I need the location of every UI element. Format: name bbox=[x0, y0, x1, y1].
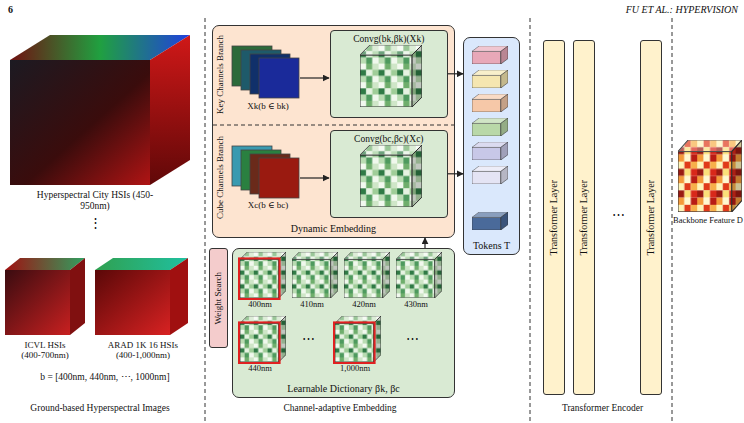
flow-arrow bbox=[424, 238, 425, 248]
column-caption: Ground-based Hyperspectral Images bbox=[0, 403, 200, 414]
conv-kernel-cube bbox=[360, 145, 422, 207]
wavelength-label: 420nm bbox=[338, 300, 390, 310]
token bbox=[472, 70, 508, 88]
output-label: Backbone Feature D bbox=[672, 216, 744, 226]
column-caption: Transformer Encoder bbox=[535, 403, 670, 414]
dictionary-kernel bbox=[292, 252, 338, 298]
token bbox=[472, 166, 508, 184]
wavelength-label: 410nm bbox=[286, 300, 338, 310]
dashed-dividers bbox=[205, 18, 672, 422]
channel-image bbox=[250, 154, 290, 194]
ellipsis: ⋮ bbox=[85, 216, 105, 231]
selected-outlines bbox=[239, 258, 375, 363]
channel-image bbox=[241, 50, 281, 90]
branch-label: Key Channels Branch bbox=[215, 28, 229, 122]
ellipsis: ⋯ bbox=[392, 332, 432, 347]
flow-arrow bbox=[300, 77, 329, 78]
cube-front bbox=[10, 60, 150, 185]
branch-divider bbox=[213, 125, 454, 126]
key-channel-stack bbox=[232, 46, 299, 98]
city-cube bbox=[10, 35, 190, 185]
flow-arrow bbox=[448, 173, 463, 174]
dictionary-box: Learnable Dictionary βk, βc bbox=[232, 248, 455, 398]
cube-side bbox=[170, 258, 188, 335]
channel-image bbox=[259, 58, 299, 98]
transformer-layer: Transformer Layer bbox=[573, 40, 595, 395]
dataset-label: ICVL HSIs (400-700nm) bbox=[14, 340, 76, 361]
cube-front bbox=[5, 270, 70, 335]
node-text: Transformer Layer bbox=[645, 180, 657, 255]
dataset-label: Hyperspectral City HSIs (450-950nm) bbox=[30, 190, 160, 212]
branch-label: Cube Channels Branch bbox=[215, 128, 229, 228]
wavelength-label: 1,000nm bbox=[329, 364, 381, 374]
dictionary-kernel bbox=[344, 252, 390, 298]
cube-top bbox=[10, 35, 190, 60]
search-box: Weight Search bbox=[209, 248, 228, 348]
flow-arrow bbox=[300, 177, 329, 178]
channel-image bbox=[259, 158, 299, 198]
page-number: 6 bbox=[8, 4, 28, 16]
wavelength-label: 430nm bbox=[390, 300, 442, 310]
flow-arrow bbox=[448, 73, 463, 74]
dictionary-kernel bbox=[396, 252, 442, 298]
cube-top bbox=[5, 258, 85, 270]
dictionary-kernel bbox=[240, 316, 286, 362]
token bbox=[472, 118, 508, 136]
cube-top bbox=[95, 258, 188, 270]
cube-side bbox=[150, 35, 190, 185]
conv-box: Convg(bk,βk)(Xk) bbox=[330, 30, 448, 118]
channel-image bbox=[232, 46, 272, 86]
divider bbox=[530, 18, 531, 422]
node-text: Convg(bk,βk)(Xk) bbox=[353, 34, 424, 45]
wavelength-label: 400nm bbox=[234, 300, 286, 310]
token bbox=[472, 46, 508, 64]
arad-cube bbox=[95, 258, 188, 335]
dictionary-kernel bbox=[240, 252, 286, 298]
divider bbox=[205, 18, 206, 422]
token bbox=[472, 142, 508, 160]
node-text: Convg(bc,βc)(Xc) bbox=[354, 134, 423, 145]
wavelength-label: 440nm bbox=[234, 364, 286, 374]
conv-kernel-cube bbox=[360, 45, 422, 107]
node-text: Dynamic Embedding bbox=[291, 223, 376, 235]
channel-image bbox=[232, 146, 272, 186]
node-text: Transformer Layer bbox=[578, 180, 590, 255]
transformer-layer: Transformer Layer bbox=[640, 40, 662, 395]
node-text: Tokens T bbox=[473, 240, 510, 252]
math-label: Xc(b ∈ bc) bbox=[226, 200, 310, 210]
conv-box: Convg(bc,βc)(Xc) bbox=[330, 130, 448, 218]
selection-outline bbox=[239, 322, 280, 363]
node-text: Transformer Layer bbox=[548, 180, 560, 255]
node-text: Learnable Dictionary βk, βc bbox=[287, 383, 399, 395]
token-box: Tokens T bbox=[463, 37, 520, 255]
cube-channel-stack bbox=[232, 146, 299, 198]
math-label: Xk(b ∈ bk) bbox=[226, 101, 310, 111]
channel-image bbox=[250, 54, 290, 94]
dictionary-kernel bbox=[335, 316, 381, 362]
transformer-layer: Transformer Layer bbox=[543, 40, 565, 395]
column-caption: Channel-adaptive Embedding bbox=[215, 403, 465, 414]
band-vector: b = [400nm, 440nm, ⋯, 1000nm] bbox=[5, 372, 205, 383]
ellipsis: ⋯ bbox=[603, 208, 633, 223]
cube-side bbox=[70, 258, 85, 335]
selection-outline bbox=[334, 322, 375, 363]
cube-front bbox=[95, 270, 170, 335]
dataset-label: ARAD 1K 16 HSIs (400-1,000nm) bbox=[101, 340, 185, 361]
running-header: FU ET AL.: HYPERVISION bbox=[540, 4, 738, 16]
ellipsis: ⋯ bbox=[288, 332, 328, 347]
token bbox=[472, 212, 508, 230]
node-text: Weight Search bbox=[213, 272, 223, 325]
backbone-feature-cube bbox=[678, 140, 742, 212]
selection-outline bbox=[239, 258, 280, 299]
icvl-cube bbox=[5, 258, 85, 335]
channel-image bbox=[241, 150, 281, 190]
token bbox=[472, 94, 508, 112]
divider bbox=[672, 18, 673, 422]
